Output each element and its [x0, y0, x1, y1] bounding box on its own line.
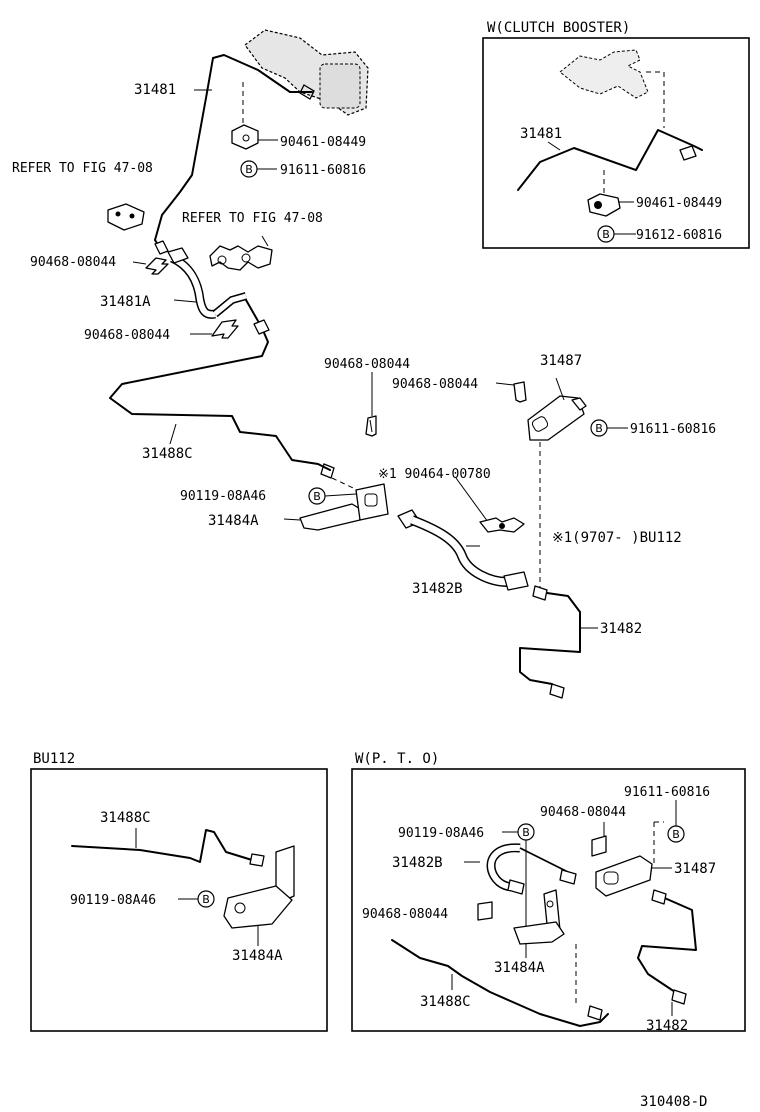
clip-90468-b	[211, 319, 239, 339]
label-91611-60816-b: 91611-60816	[630, 422, 716, 437]
cb-label-90461: 90461-08449	[636, 196, 722, 211]
main-diagram: B	[12, 29, 716, 699]
bu112-title: BU112	[33, 751, 75, 767]
clip-90464-00780	[455, 477, 525, 533]
pto-label-31487: 31487	[674, 861, 716, 877]
label-90468-08044-c: 90468-08044	[324, 357, 410, 372]
bu112-panel: BU112 31488C B 90119-08A46 31484A	[30, 751, 328, 1032]
clutch-master-cylinder	[244, 29, 369, 116]
bu112-bracket-31484a	[223, 845, 295, 929]
label-90468-08044-d: 90468-08044	[392, 377, 478, 392]
cb-label-31481: 31481	[520, 126, 562, 142]
bracket-31484a	[283, 483, 389, 531]
label-31481: 31481	[134, 82, 176, 98]
label-note-90464: ※1 90464-00780	[378, 467, 491, 482]
pipe-31488c	[109, 299, 331, 471]
clutch-booster-title: W(CLUTCH BOOSTER)	[487, 20, 630, 36]
hose-31481a	[167, 247, 248, 319]
bracket-31487	[527, 377, 587, 441]
pto-title: W(P. T. O)	[355, 751, 439, 767]
label-90461-08449: 90461-08449	[280, 135, 366, 150]
bu112-pipe-31488c	[71, 829, 263, 863]
svg-text:B: B	[595, 422, 603, 435]
pipe-31482	[519, 591, 581, 691]
pto-hose-31482b	[486, 843, 577, 895]
cb-label-91612: 91612-60816	[636, 228, 722, 243]
svg-text:B: B	[245, 163, 253, 176]
label-31481a: 31481A	[100, 294, 151, 310]
label-90468-08044-a: 90468-08044	[30, 255, 116, 270]
clip-90468-d	[513, 381, 527, 403]
figure-code: 310408-D	[640, 1094, 707, 1110]
clutch-booster-panel: W(CLUTCH BOOSTER) 31481 90461-08449 B 91…	[482, 20, 750, 249]
svg-text:B: B	[602, 228, 610, 241]
label-31484a: 31484A	[208, 513, 259, 529]
pto-label-90119: 90119-08A46	[398, 826, 484, 841]
pto-panel: W(P. T. O) 91611-60816 B 90468-08044 901…	[351, 751, 746, 1034]
pto-pipe-31488c	[391, 939, 609, 1027]
label-31482b: 31482B	[412, 581, 463, 597]
label-31487: 31487	[540, 353, 582, 369]
svg-text:B: B	[202, 893, 210, 906]
pipe-31481	[154, 54, 313, 241]
label-91611-60816-a: 91611-60816	[280, 163, 366, 178]
pto-label-31488c: 31488C	[420, 994, 471, 1010]
label-31488c: 31488C	[142, 446, 193, 462]
clamp-refer-left	[107, 203, 145, 231]
bu112-label-31484a: 31484A	[232, 948, 283, 964]
pto-bracket-31487	[595, 855, 653, 897]
svg-text:B: B	[522, 826, 530, 839]
pto-label-31482: 31482	[646, 1018, 688, 1034]
pto-label-91611: 91611-60816	[624, 785, 710, 800]
svg-text:B: B	[672, 828, 680, 841]
svg-text:B: B	[313, 490, 321, 503]
cb-pipe-31481	[517, 129, 703, 191]
clip-90468-a	[145, 257, 169, 275]
bolt-marker-b: B	[240, 160, 277, 178]
pto-bracket-31484a	[513, 889, 565, 945]
label-note-bu112: ※1(9707- )BU112	[552, 530, 682, 546]
pto-label-31484a: 31484A	[494, 960, 545, 976]
clip-90461-08449	[231, 124, 278, 150]
pto-label-90468-b: 90468-08044	[362, 907, 448, 922]
hose-31482b	[397, 509, 529, 591]
clamp-refer-right	[209, 235, 273, 271]
label-refer-fig-2: REFER TO FIG 47-08	[182, 211, 323, 226]
pto-label-31482b: 31482B	[392, 855, 443, 871]
bu112-label-90119: 90119-08A46	[70, 893, 156, 908]
label-refer-fig-1: REFER TO FIG 47-08	[12, 161, 153, 176]
cb-clip-90461	[587, 193, 621, 217]
label-90119-08a46: 90119-08A46	[180, 489, 266, 504]
bu112-label-31488c: 31488C	[100, 810, 151, 826]
pto-pipe-31482	[637, 895, 697, 997]
label-31482: 31482	[600, 621, 642, 637]
label-90468-08044-b: 90468-08044	[84, 328, 170, 343]
pto-label-90468-a: 90468-08044	[540, 805, 626, 820]
